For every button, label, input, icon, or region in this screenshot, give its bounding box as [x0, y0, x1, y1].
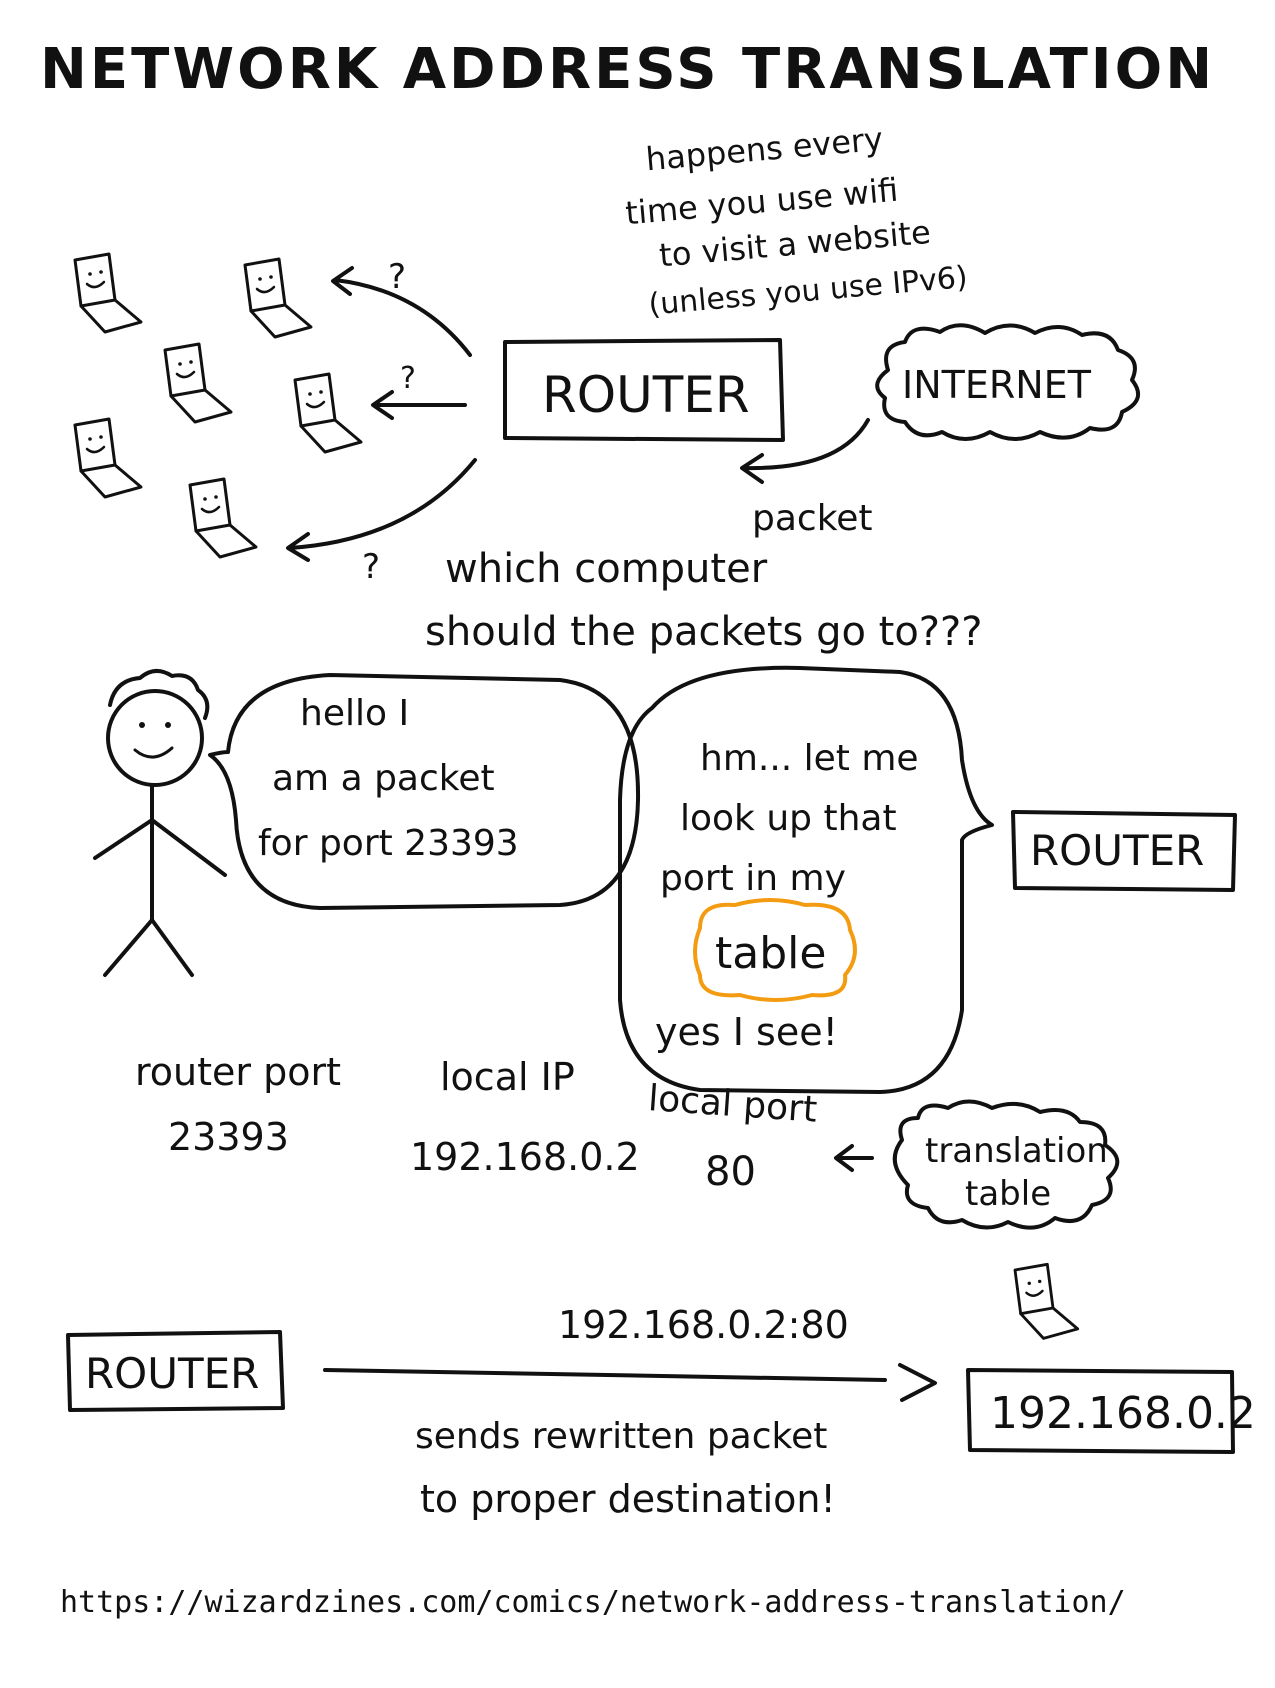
router-speech-line-4: yes I see! — [655, 1010, 838, 1054]
table-highlight — [693, 898, 857, 1002]
question-line-2: should the packets go to??? — [425, 609, 983, 655]
intro-note: happens every time you use wifi to visit… — [624, 120, 969, 323]
arrow-to-laptop-middle — [371, 390, 467, 420]
intro-note-line-1: happens every — [644, 120, 884, 179]
translation-table-cloud — [892, 1099, 1120, 1230]
laptop-icon — [73, 417, 143, 499]
translation-table-line-2: table — [965, 1174, 1051, 1214]
router-box-bottom — [66, 1330, 285, 1412]
laptop-icon — [293, 372, 363, 454]
forward-caption-line-2: to proper destination! — [420, 1477, 836, 1521]
router-speech-bubble — [618, 665, 994, 1094]
packet-speech-bubble — [208, 673, 641, 910]
router-port-value: 23393 — [168, 1115, 289, 1159]
packet-speech-line-1: hello I — [300, 693, 409, 734]
packet-person-icon — [93, 669, 227, 977]
laptop-icon — [73, 252, 143, 334]
forward-arrow — [323, 1363, 937, 1402]
router-speech-highlight: table — [715, 928, 826, 979]
forward-address: 192.168.0.2:80 — [558, 1303, 849, 1347]
local-port-value: 80 — [705, 1149, 756, 1195]
question-mark-top: ? — [388, 257, 406, 297]
router-box-top — [503, 338, 785, 442]
router-label-middle: ROUTER — [1030, 826, 1204, 875]
router-speech-line-1: hm... let me — [700, 738, 919, 779]
laptop-icon — [188, 477, 258, 559]
packet-speech-line-3: for port 23393 — [258, 823, 519, 864]
router-label-bottom: ROUTER — [85, 1349, 259, 1398]
arrow-to-nat-table — [834, 1144, 874, 1172]
arrow-to-laptop-top — [331, 266, 472, 357]
laptop-icon — [163, 342, 233, 424]
router-label-top: ROUTER — [542, 366, 750, 424]
internet-label: INTERNET — [902, 363, 1092, 407]
arrow-internet-to-router — [740, 418, 870, 484]
question-line-1: which computer — [445, 546, 768, 592]
router-speech-line-3: port in my — [660, 858, 846, 899]
question-mark-middle: ? — [400, 361, 416, 396]
source-url: https://wizardzines.com/comics/network-a… — [60, 1585, 1126, 1620]
router-port-header: router port — [135, 1050, 341, 1094]
local-ip-header: local IP — [440, 1055, 575, 1099]
laptop-icon — [1013, 1262, 1080, 1340]
forward-caption-line-1: sends rewritten packet — [415, 1416, 827, 1457]
page-title: NETWORK ADDRESS TRANSLATION — [40, 37, 1215, 102]
local-port-header: local port — [647, 1078, 819, 1131]
internet-cloud — [875, 323, 1141, 441]
packet-speech-line-2: am a packet — [272, 758, 495, 799]
destination-address: 192.168.0.2 — [990, 1388, 1256, 1439]
packet-label: packet — [752, 498, 873, 539]
laptop-icon — [243, 257, 313, 339]
translation-table-line-1: translation — [925, 1131, 1108, 1171]
router-speech-line-2: look up that — [680, 798, 897, 839]
destination-box — [966, 1368, 1235, 1454]
router-box-middle — [1011, 810, 1237, 892]
arrow-to-laptop-bottom — [286, 458, 477, 562]
question-mark-bottom: ? — [362, 547, 380, 587]
local-ip-value: 192.168.0.2 — [410, 1135, 640, 1179]
